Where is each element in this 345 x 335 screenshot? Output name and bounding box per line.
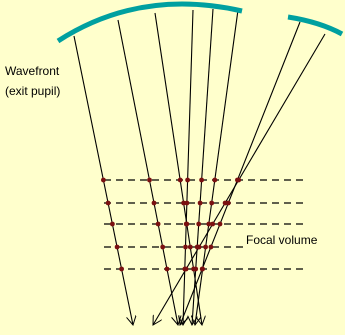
intersection-point — [196, 244, 202, 250]
intersection-point — [212, 177, 218, 183]
intersection-point — [193, 266, 199, 272]
intersection-point — [222, 200, 228, 206]
intersection-point — [210, 221, 216, 227]
ray-line — [195, 9, 239, 325]
ray-line — [117, 19, 178, 325]
ray-line — [180, 21, 301, 325]
intersection-point — [196, 221, 202, 227]
intersection-point — [164, 266, 170, 272]
intersection-point — [101, 177, 106, 183]
intersection-point — [183, 221, 189, 227]
intersection-point — [187, 244, 193, 250]
intersection-point — [199, 177, 205, 183]
ray-line — [154, 12, 202, 325]
intersection-point — [197, 200, 203, 206]
intersection-point — [208, 244, 214, 250]
wavefront-group — [56, 1, 344, 44]
exit-pupil-label: (exit pupil) — [5, 84, 61, 98]
focal-volume-label-background — [244, 232, 344, 249]
intersection-point — [183, 244, 188, 250]
intersection-point — [199, 266, 205, 272]
intersection-point — [160, 244, 166, 250]
intersection-point — [105, 200, 111, 206]
intersection-point — [119, 266, 124, 272]
ray-line — [192, 8, 214, 325]
intersection-point — [110, 221, 115, 227]
wavefront-arc — [56, 1, 243, 44]
wavefront-arc-right — [287, 14, 344, 37]
intersection-point — [151, 200, 157, 206]
intersection-point — [155, 221, 161, 227]
intersection-point — [183, 266, 189, 272]
intersection-point — [147, 177, 152, 183]
ray-line — [183, 9, 194, 325]
intersection-point — [184, 200, 190, 206]
intersection-point — [217, 221, 223, 227]
intersection-point — [185, 177, 191, 183]
focal-volume-label: Focal volume — [246, 233, 318, 247]
intersection-point — [236, 177, 242, 183]
intersection-point — [114, 244, 120, 250]
rays-group — [73, 8, 326, 325]
intersection-point — [177, 177, 183, 183]
intersection-point — [209, 200, 215, 206]
intersection-point — [206, 221, 212, 227]
wavefront-label: Wavefront — [5, 64, 60, 78]
intersection-points-group — [101, 177, 242, 272]
intersection-point — [181, 200, 187, 206]
intersection-point — [203, 244, 209, 250]
